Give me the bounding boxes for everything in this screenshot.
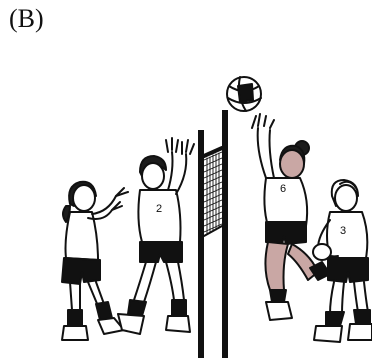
player-back-left bbox=[61, 180, 129, 341]
jersey-number-6: 6 bbox=[280, 183, 286, 195]
player-2: 2 bbox=[117, 137, 195, 335]
net bbox=[198, 110, 228, 358]
player-3: 3 bbox=[312, 179, 372, 343]
jersey-number-3: 3 bbox=[340, 225, 346, 237]
volleyball bbox=[226, 76, 262, 112]
player-6: 6 bbox=[251, 113, 331, 321]
panel-label: (B) bbox=[9, 4, 44, 33]
jersey-number-2: 2 bbox=[156, 203, 162, 215]
